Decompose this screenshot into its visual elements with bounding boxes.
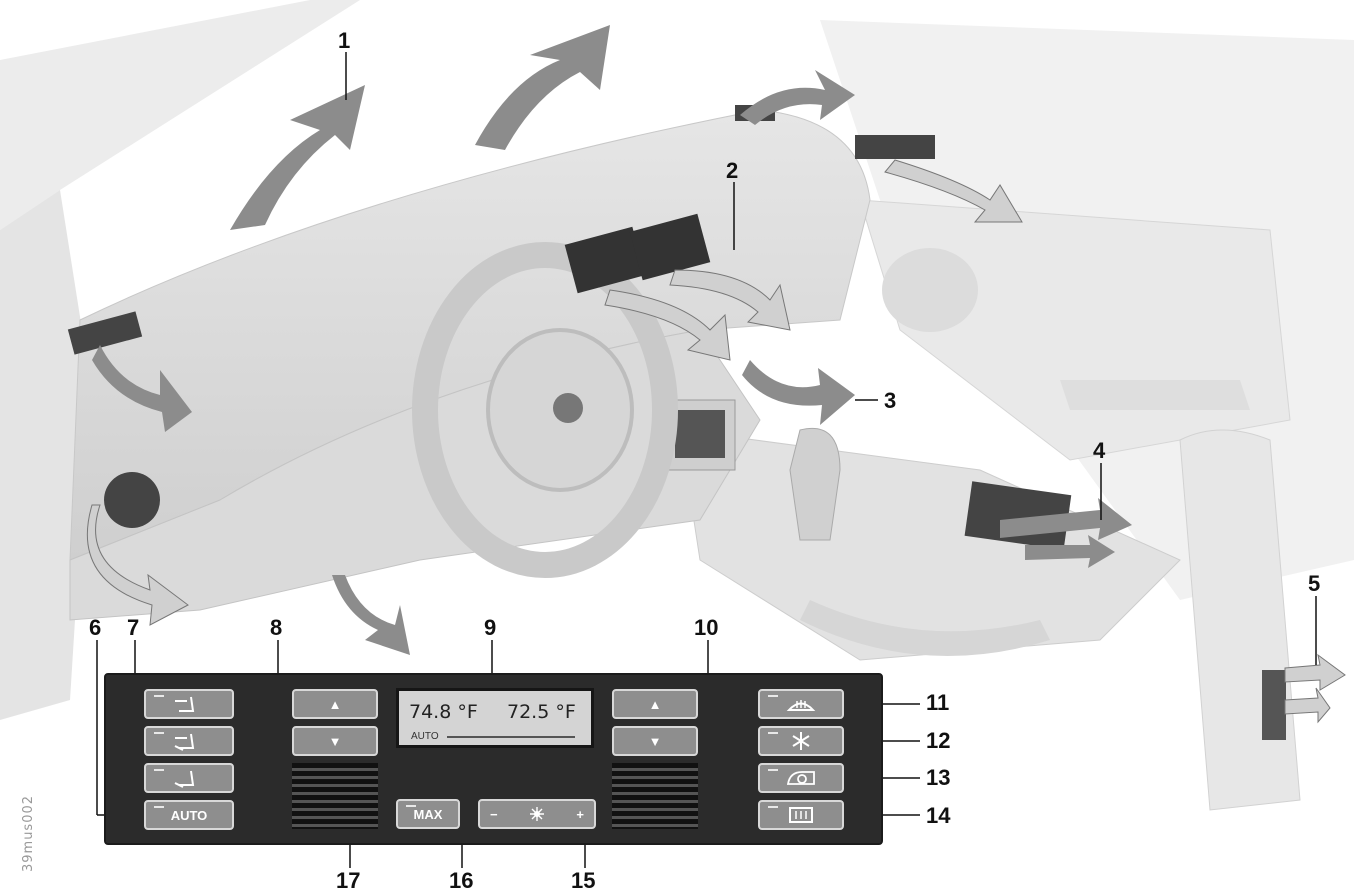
arrow-footwell-driver	[332, 575, 410, 655]
arrow-windshield-center	[475, 25, 610, 150]
arrow-center-vent-2	[669, 269, 791, 331]
mode-indicator: AUTO	[411, 731, 439, 742]
airflow-arrows	[86, 25, 1346, 724]
passenger-door-handle	[1060, 380, 1250, 410]
right-temp-up-button[interactable]: ▲	[612, 689, 698, 719]
air-distribution-footwell-button[interactable]	[144, 763, 234, 793]
max-button-label: MAX	[413, 806, 443, 822]
left-temperature-readout: 74.8 °F	[409, 701, 478, 723]
callout-7: 7	[127, 615, 140, 640]
right-temp-down-button[interactable]: ▼	[612, 726, 698, 756]
right-temperature-readout: 72.5 °F	[507, 701, 576, 723]
arrow-left-vent	[92, 345, 192, 432]
figure-code: 39mus002	[21, 794, 37, 873]
callout-4: 4	[1093, 438, 1106, 463]
rear-window-defrost-button[interactable]	[758, 800, 844, 830]
callout-2: 2	[726, 158, 739, 183]
arrow-bpillar-1	[1284, 653, 1346, 691]
center-stack-switches	[675, 410, 725, 458]
recirculation-button[interactable]	[758, 763, 844, 793]
left-temp-up-button[interactable]: ▲	[292, 689, 378, 719]
arrow-bpillar-2	[1284, 687, 1331, 724]
steering-wheel-rim	[412, 242, 678, 578]
indicator-led	[154, 769, 164, 771]
air-distribution-upper-button[interactable]	[144, 689, 234, 719]
max-cooling-button[interactable]: MAX	[396, 799, 460, 829]
fan-speed-control[interactable]: − +	[478, 799, 596, 829]
callout-8: 8	[270, 615, 283, 640]
callout-17: 17	[336, 868, 361, 893]
a-pillar	[0, 0, 360, 230]
indicator-led	[768, 769, 778, 771]
rear-window-defrost-icon	[789, 807, 813, 823]
left-air-vent	[104, 472, 160, 528]
center-vent-left	[564, 226, 646, 294]
climate-display: 74.8 °F 72.5 °F AUTO	[396, 688, 594, 748]
callout-14: 14	[926, 803, 951, 828]
callout-5: 5	[1308, 571, 1321, 596]
temp-sensor-grille	[292, 763, 378, 829]
ac-button[interactable]	[758, 726, 844, 756]
indicator-led	[154, 806, 164, 808]
up-arrow-icon: ▲	[328, 696, 342, 712]
auto-button-label: AUTO	[170, 807, 208, 823]
windshield-defrost-button[interactable]	[758, 689, 844, 719]
callout-13: 13	[926, 765, 951, 790]
down-arrow-icon: ▼	[328, 733, 342, 749]
fan-increase-button[interactable]: +	[576, 806, 584, 822]
arrow-rear-console-2	[1025, 535, 1115, 568]
arrow-left-lower	[86, 504, 189, 626]
fan-decrease-button[interactable]: −	[490, 806, 498, 822]
fan-speed-bar	[447, 736, 575, 738]
passenger-vent	[855, 135, 935, 159]
handbrake	[800, 600, 1050, 656]
callout-6: 6	[89, 615, 102, 640]
seat-air-upper-icon	[175, 696, 195, 712]
callout-15: 15	[571, 868, 596, 893]
callout-10: 10	[694, 615, 719, 640]
arrow-windshield-left	[230, 85, 365, 230]
up-arrow-icon: ▲	[648, 696, 662, 712]
down-arrow-icon: ▼	[648, 733, 662, 749]
callout-9: 9	[484, 615, 497, 640]
arrow-defrost	[740, 70, 855, 125]
arrow-passenger-vent	[884, 159, 1023, 223]
gear-shifter	[789, 428, 841, 541]
callout-16: 16	[449, 868, 474, 893]
indicator-led	[768, 732, 778, 734]
windshield-defrost-icon	[786, 700, 816, 711]
arrow-center-vent-1	[604, 289, 731, 361]
passenger-speaker	[882, 248, 978, 332]
callout-12: 12	[926, 728, 951, 753]
center-vent-right	[629, 213, 711, 281]
left-door	[0, 190, 90, 720]
right-grille	[612, 763, 698, 829]
steering-wheel-logo	[553, 393, 583, 423]
indicator-led	[154, 732, 164, 734]
arrow-rear-console-1	[1000, 498, 1132, 540]
ac-snowflake-icon	[792, 732, 810, 750]
seat-air-footwell-icon	[174, 770, 195, 788]
air-recirculation-icon	[786, 771, 815, 785]
fan-icon	[530, 807, 544, 821]
air-distribution-upper-lower-button[interactable]	[144, 726, 234, 756]
indicator-led	[406, 805, 416, 807]
indicator-led	[154, 695, 164, 697]
callout-1: 1	[338, 28, 351, 53]
b-pillar-vent	[1262, 670, 1286, 740]
left-side-vent	[67, 311, 143, 355]
auto-button[interactable]: AUTO	[144, 800, 234, 830]
callout-11: 11	[926, 690, 950, 715]
callout-3: 3	[884, 388, 897, 413]
arrow-footwell-center	[742, 360, 855, 425]
climate-control-panel: AUTO ▲ ▼ 74.8 °F 72.5 °F AUTO MAX − + ▲ …	[104, 673, 883, 845]
seat-air-upper-lower-icon	[174, 733, 195, 751]
indicator-led	[768, 806, 778, 808]
indicator-led	[768, 695, 778, 697]
left-temp-down-button[interactable]: ▼	[292, 726, 378, 756]
